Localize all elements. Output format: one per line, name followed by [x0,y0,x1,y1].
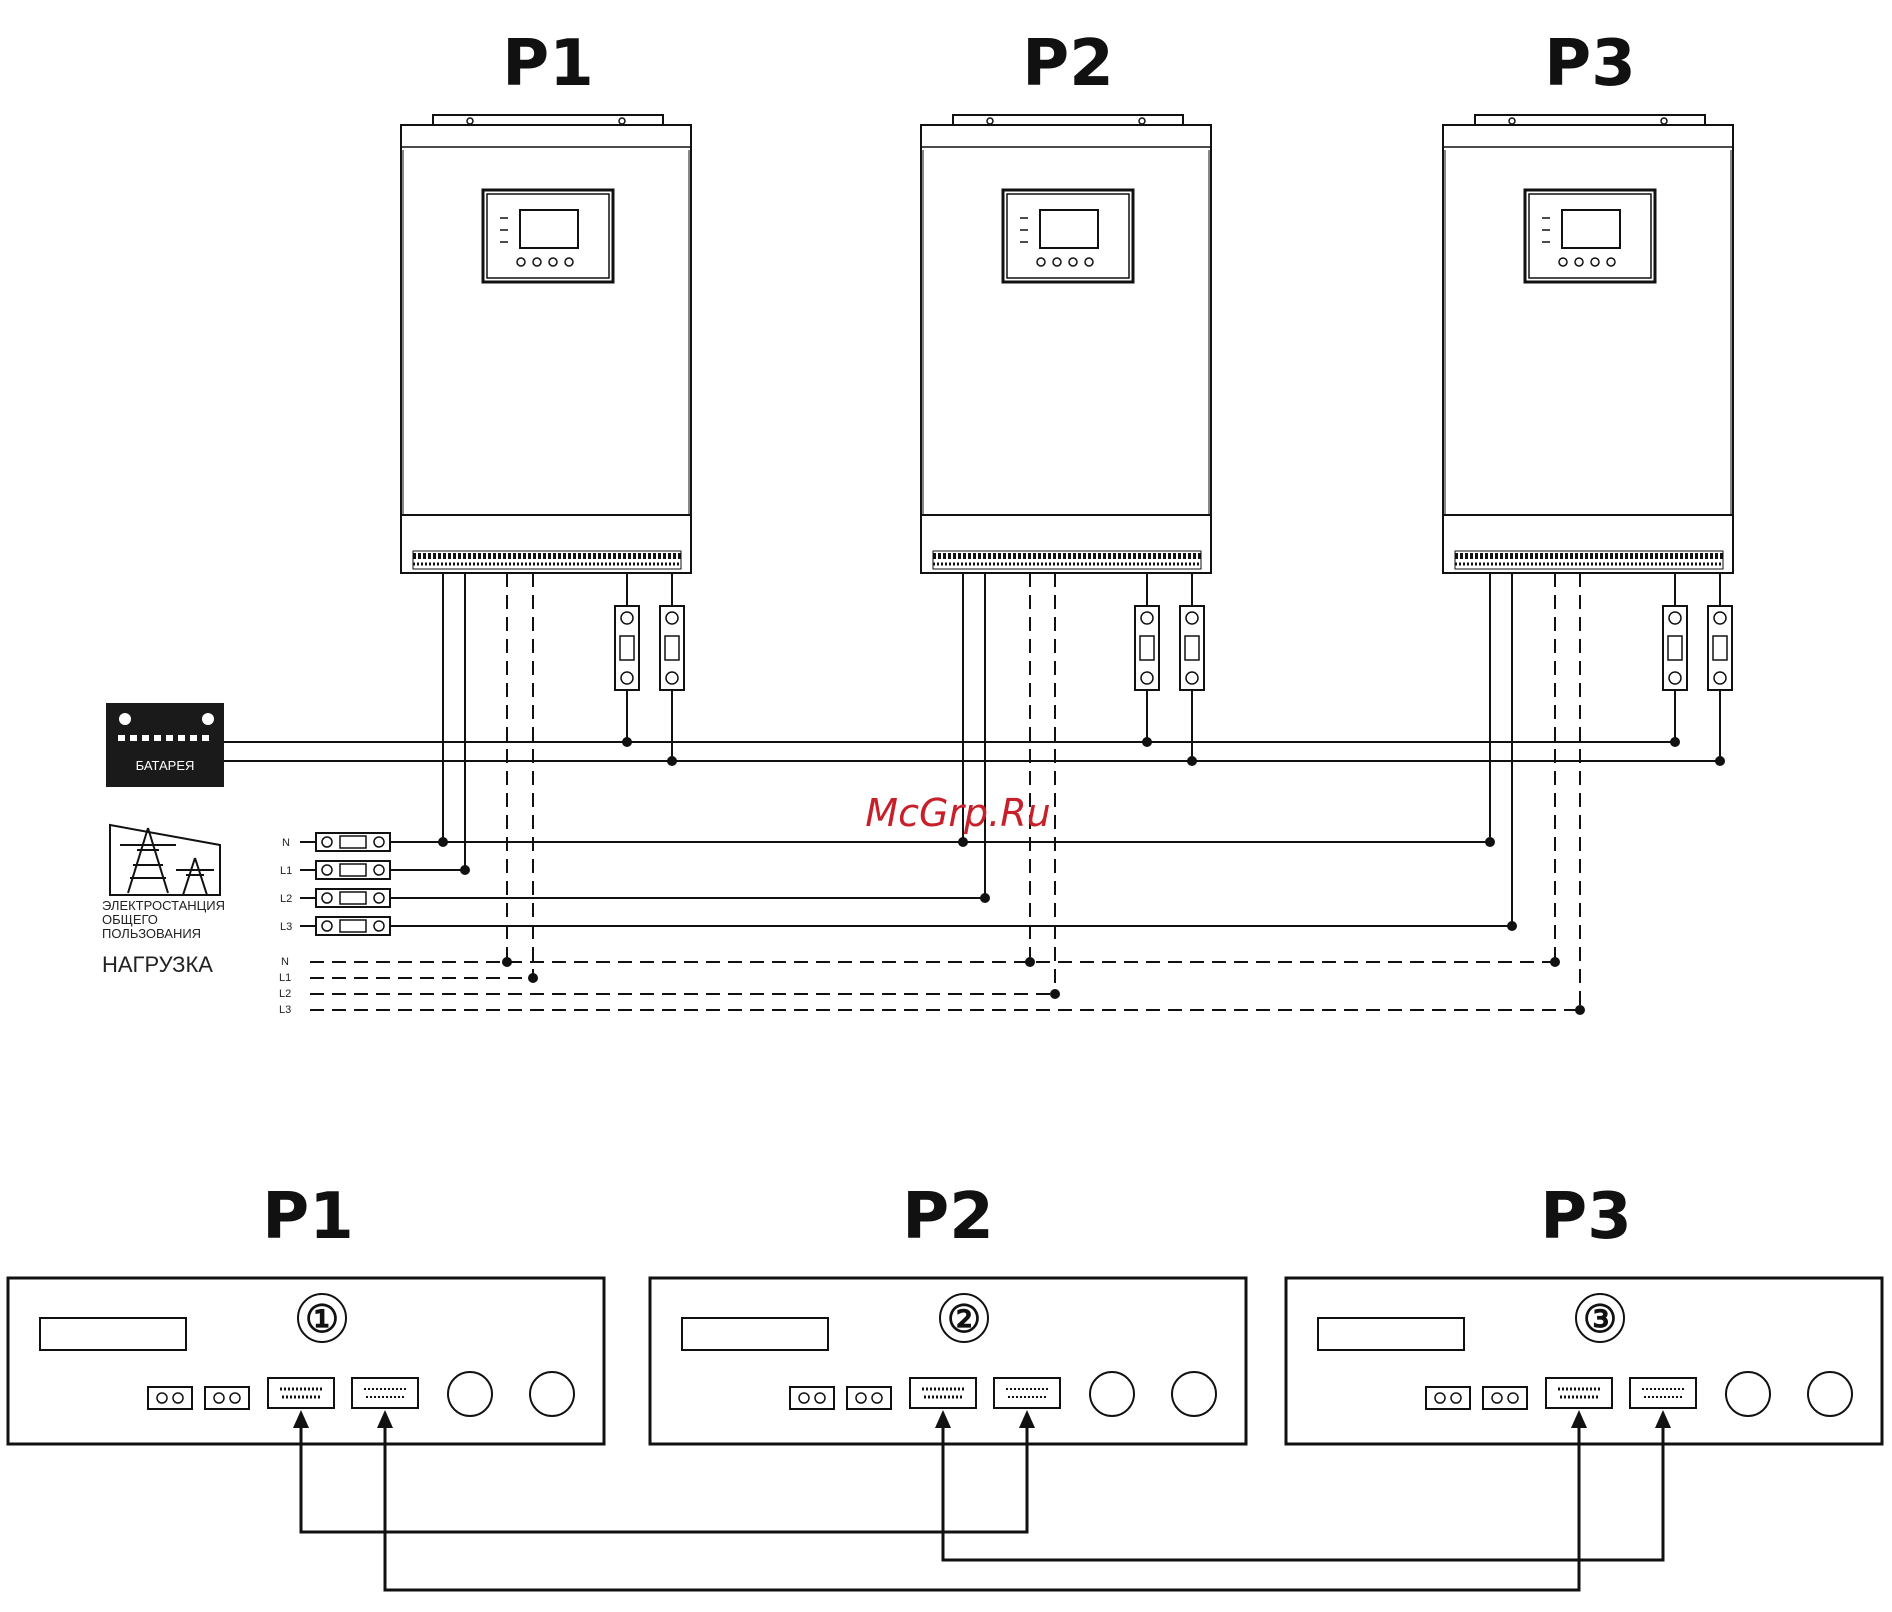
dc-breaker [1134,605,1160,691]
comm-unit-p3-label: P3 [1540,1180,1631,1254]
grid-label-line-2: ОБЩЕГО [102,912,158,927]
grid-line-label: L2 [280,893,292,905]
arrow-up-icon [1655,1410,1671,1428]
rj-port [1425,1386,1471,1410]
inverter-p2: P2 [920,27,1212,574]
dc-breaker [1662,605,1688,691]
grid-line-label: N [282,837,290,849]
rj-port [147,1386,193,1410]
rj-port [846,1386,892,1410]
inverter-p1-label: P1 [502,27,593,101]
load-line-label: L3 [279,1004,291,1016]
display-slot [1317,1317,1465,1351]
load-junctions [502,957,1585,1015]
comm-unit-p1-label: P1 [262,1180,353,1254]
lcd-screen [519,209,579,249]
parallel-cables [299,1426,1665,1592]
lcd-panel [1001,188,1135,284]
battery: БАТАРЕЯ [106,703,224,787]
arrow-up-icon [935,1410,951,1428]
lcd-screen [1039,209,1099,249]
inverter-units: P1 [400,27,1734,574]
port-number-icon: ③ [1583,1296,1617,1341]
terminal-knob [1807,1371,1853,1417]
terminal-knob [447,1371,493,1417]
terminal-knob [1089,1371,1135,1417]
lcd-panel [1523,188,1657,284]
battery-label: БАТАРЕЯ [136,758,195,773]
load-label: НАГРУЗКА [102,952,213,977]
load-line-label: L1 [279,972,291,984]
communication-units: P1 ① P2 ② [6,1180,1884,1446]
dc-breaker [614,605,640,691]
comm-unit-p1: P1 ① [6,1180,606,1446]
inverter-p1: P1 [400,27,692,574]
rj-port [789,1386,835,1410]
terminal-knob [1725,1371,1771,1417]
cable-p1-p3 [383,1426,1581,1592]
grid-line-label: L1 [280,865,292,877]
arrow-up-icon [1571,1410,1587,1428]
cable-p1-p2 [299,1426,1029,1534]
load-ac-lines [310,573,1581,1011]
terminal-knob [1171,1371,1217,1417]
cable-arrows [293,1410,1671,1428]
parallel-port-1 [1545,1377,1613,1409]
inverter-p3-label: P3 [1544,27,1635,101]
rj-port [1482,1386,1528,1410]
grid-ac-lines [390,573,1513,927]
display-slot [39,1317,187,1351]
grid-junctions [438,837,1517,931]
grid-icon [109,823,221,896]
battery-bus [224,741,1720,762]
dc-breaker [659,605,685,691]
dc-breaker [1179,605,1205,691]
arrow-up-icon [1019,1410,1035,1428]
ac-breaker-details [321,835,385,933]
dc-breakers [614,573,1733,761]
comm-unit-p2: P2 ② [648,1180,1248,1446]
lcd-panel [481,188,615,284]
arrow-up-icon [377,1410,393,1428]
ac-breakers [300,832,391,936]
arrow-up-icon [293,1410,309,1428]
port-number-icon: ② [947,1296,981,1341]
load-line-label: N [281,956,289,968]
battery-junctions [622,737,1725,766]
parallel-port-1 [267,1377,335,1409]
rj-port [204,1386,250,1410]
dc-breaker [1707,605,1733,691]
dc-breaker-details [619,611,1728,685]
terminal-knob [529,1371,575,1417]
comm-unit-p2-label: P2 [902,1180,993,1254]
cable-p2-p3 [941,1426,1665,1562]
watermark: McGrp.Ru [865,791,1050,835]
comm-unit-p3: P3 ③ [1284,1180,1884,1446]
parallel-port-2 [1629,1377,1697,1409]
parallel-port-2 [993,1377,1061,1409]
inverter-p2-label: P2 [1022,27,1113,101]
display-slot [681,1317,829,1351]
load-line-label: L2 [279,988,291,1000]
parallel-port-2 [351,1377,419,1409]
grid-label-line-3: ПОЛЬЗОВАНИЯ [102,926,201,941]
inverter-p3: P3 [1442,27,1734,574]
parallel-port-1 [909,1377,977,1409]
port-number-icon: ① [305,1296,339,1341]
grid-label-line-1: ЭЛЕКТРОСТАНЦИЯ [102,898,225,913]
grid-line-label: L3 [280,921,292,933]
lcd-screen [1561,209,1621,249]
